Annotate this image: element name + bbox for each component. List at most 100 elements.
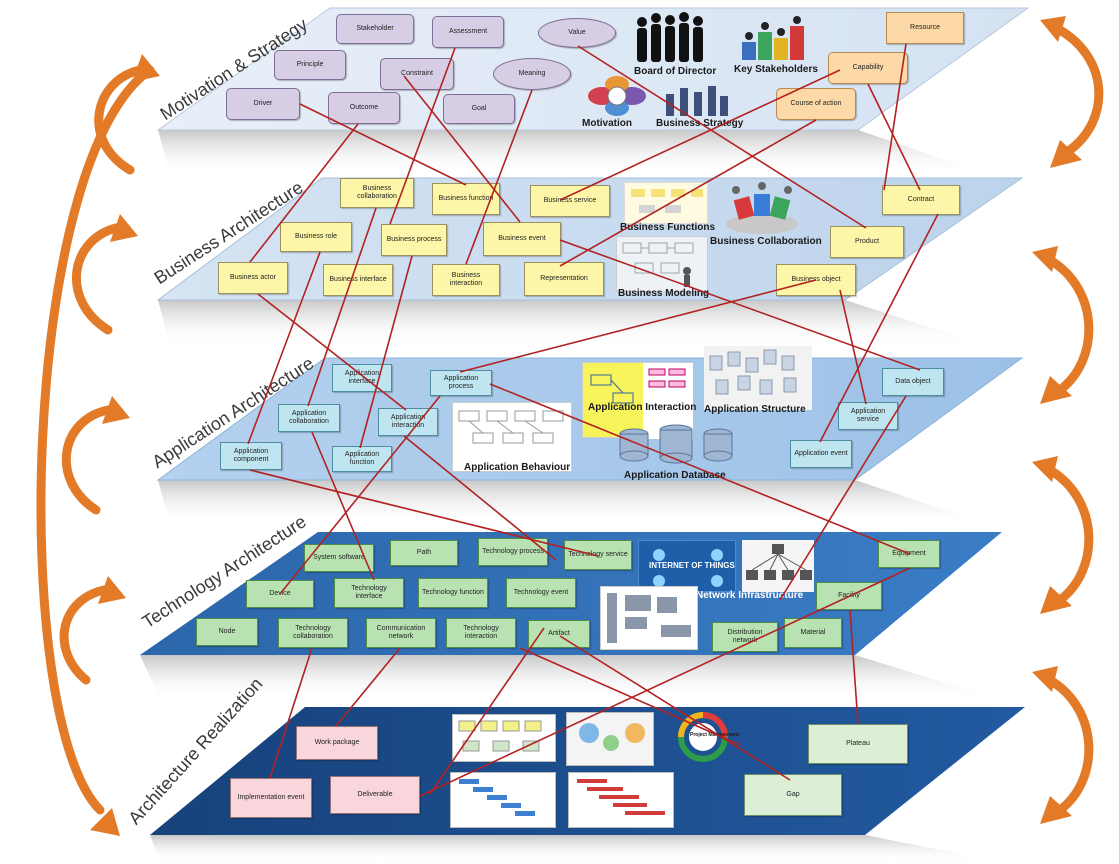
element-business-event[interactable]: Business event <box>483 222 561 256</box>
element-meaning[interactable]: Meaning <box>493 58 571 90</box>
motivation-flower-icon <box>588 76 646 116</box>
application-structure-image <box>704 346 812 410</box>
database-icon <box>619 424 733 464</box>
application-database-label: Application Database <box>624 470 726 481</box>
key-stakeholders-image <box>738 12 810 64</box>
gantt-waterfall-image <box>450 772 556 828</box>
roadmap-icon <box>458 720 542 752</box>
roadmap-image <box>452 714 556 762</box>
element-distribution-network[interactable]: Distribution network <box>712 622 778 652</box>
element-application-service[interactable]: Application service <box>838 402 898 430</box>
element-business-actor[interactable]: Business actor <box>218 262 288 294</box>
element-technology-collaboration[interactable]: Technology collaboration <box>278 618 348 648</box>
element-goal[interactable]: Goal <box>443 94 515 124</box>
stakeholders-icon <box>742 16 804 60</box>
board-of-director-image <box>632 10 712 70</box>
motivation-plane-shadow <box>158 130 990 175</box>
element-resource[interactable]: Resource <box>886 12 964 44</box>
realization-plane-shadow <box>150 835 1000 862</box>
element-value[interactable]: Value <box>538 18 616 48</box>
element-technology-process[interactable]: Technology process <box>478 538 548 566</box>
element-assessment[interactable]: Assessment <box>432 16 504 48</box>
gantt-chart-image <box>568 772 674 828</box>
element-equipment[interactable]: Equipment <box>878 540 940 568</box>
element-business-process[interactable]: Business process <box>381 224 447 256</box>
element-technology-interaction[interactable]: Technology interaction <box>446 618 516 648</box>
element-capability[interactable]: Capability <box>828 52 908 84</box>
element-implementation-event[interactable]: Implementation event <box>230 778 312 818</box>
element-device[interactable]: Device <box>246 580 314 608</box>
application-behaviour-label: Application Behaviour <box>464 462 571 473</box>
network-infrastructure-label: Network Infrastructure <box>696 590 804 601</box>
element-gap[interactable]: Gap <box>744 774 842 816</box>
structure-cylinders-icon <box>709 349 797 395</box>
waterfall-icon <box>459 779 535 816</box>
gantt-icon <box>577 779 665 815</box>
project-management-cycle-image: Project Management <box>676 710 739 764</box>
element-technology-function[interactable]: Technology function <box>418 578 488 608</box>
element-deliverable[interactable]: Deliverable <box>330 776 420 814</box>
key-stakeholders-label: Key Stakeholders <box>734 64 818 75</box>
business-strategy-label: Business Strategy <box>656 118 744 129</box>
motivation-image <box>582 74 652 118</box>
motivation-label: Motivation <box>582 118 632 129</box>
element-constraint[interactable]: Constraint <box>380 58 454 90</box>
element-communication-network[interactable]: Communication network <box>366 618 436 648</box>
element-business-function[interactable]: Business function <box>432 183 500 215</box>
element-contract[interactable]: Contract <box>882 185 960 215</box>
element-principle[interactable]: Principle <box>274 50 346 80</box>
element-application-function[interactable]: Application function <box>332 446 392 472</box>
element-stakeholder[interactable]: Stakeholder <box>336 14 414 44</box>
network-computers-icon <box>746 544 812 580</box>
element-technology-service[interactable]: Technology service <box>564 540 632 570</box>
overview-icon <box>579 723 645 751</box>
business-plane-shadow <box>158 300 985 345</box>
element-technology-interface[interactable]: Technology interface <box>334 578 404 608</box>
application-database-image <box>612 420 740 474</box>
internet-of-things-image: INTERNET OF THINGS <box>638 540 736 592</box>
element-application-interaction[interactable]: Application interaction <box>378 408 438 436</box>
element-node[interactable]: Node <box>196 618 258 646</box>
element-plateau[interactable]: Plateau <box>808 724 908 764</box>
project-overview-image <box>566 712 654 766</box>
element-facility[interactable]: Facility <box>816 582 882 610</box>
element-business-collaboration[interactable]: Business collaboration <box>340 178 414 208</box>
element-data-object[interactable]: Data object <box>882 368 944 396</box>
element-business-interaction[interactable]: Business interaction <box>432 264 500 296</box>
element-system-software[interactable]: System software <box>304 544 374 572</box>
element-business-service[interactable]: Business service <box>530 185 610 217</box>
element-application-component[interactable]: Application component <box>220 442 282 470</box>
element-course-of-action[interactable]: Course of action <box>776 88 856 120</box>
element-application-collaboration[interactable]: Application collaboration <box>278 404 340 432</box>
element-application-interface[interactable]: Application interface <box>332 364 392 392</box>
element-application-event[interactable]: Application event <box>790 440 852 468</box>
people-silhouette-icon <box>637 12 703 62</box>
element-representation[interactable]: Representation <box>524 262 604 296</box>
modeling-icon <box>622 242 694 287</box>
element-application-process[interactable]: Application process <box>430 370 492 396</box>
application-interaction-label: Application Interaction <box>588 402 697 413</box>
element-business-interface[interactable]: Business interface <box>323 264 393 296</box>
element-product[interactable]: Product <box>830 226 904 258</box>
technology-plane-shadow <box>140 655 1000 700</box>
collaboration-puzzle-icon <box>726 182 798 234</box>
business-functions-label: Business Functions <box>620 222 716 233</box>
devices-icon <box>607 593 691 643</box>
chess-pieces-icon <box>666 86 728 116</box>
application-structure-label: Application Structure <box>704 404 806 415</box>
technology-devices-image <box>600 586 698 650</box>
element-work-package[interactable]: Work package <box>296 726 378 760</box>
project-management-label: Project Management <box>690 732 739 738</box>
business-strategy-image <box>662 82 730 118</box>
element-outcome[interactable]: Outcome <box>328 92 400 124</box>
business-modeling-label: Business Modeling <box>618 288 710 299</box>
element-business-role[interactable]: Business role <box>280 222 352 252</box>
internet-of-things-label: INTERNET OF THINGS <box>649 561 735 570</box>
element-business-object[interactable]: Business object <box>776 264 856 296</box>
element-artifact[interactable]: Artifact <box>528 620 590 648</box>
functions-diagram-icon <box>631 189 703 213</box>
element-technology-event[interactable]: Technology event <box>506 578 576 608</box>
element-path[interactable]: Path <box>390 540 458 566</box>
element-material[interactable]: Material <box>784 618 842 648</box>
element-driver[interactable]: Driver <box>226 88 300 120</box>
